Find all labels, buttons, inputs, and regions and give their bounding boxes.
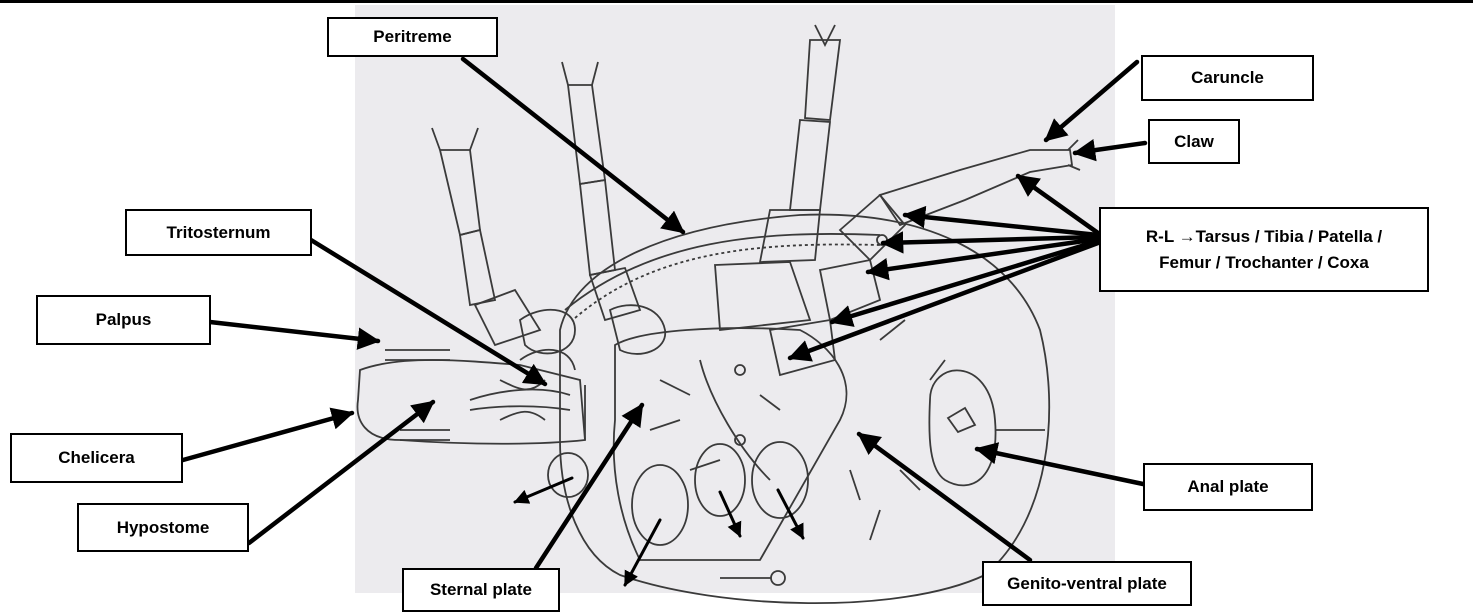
- arrow-palpus: [210, 322, 378, 341]
- label-hypostome-text: Hypostome: [117, 515, 210, 541]
- arrow-anal-plate: [977, 449, 1143, 484]
- label-tritosternum: Tritosternum: [125, 209, 312, 256]
- arrow-tarsus: [1018, 176, 1098, 233]
- label-chelicera: Chelicera: [10, 433, 183, 483]
- leader-arrows: [183, 59, 1145, 568]
- arrow-chelicera: [183, 413, 352, 460]
- label-palpus: Palpus: [36, 295, 211, 345]
- label-claw: Claw: [1148, 119, 1240, 164]
- label-leg-segments: R-L →Tarsus / Tibia / Patella / Femur / …: [1099, 207, 1429, 292]
- label-anal-plate-text: Anal plate: [1187, 474, 1268, 500]
- label-palpus-text: Palpus: [96, 307, 152, 333]
- arrow-caruncle: [1046, 62, 1137, 140]
- label-anal-plate: Anal plate: [1143, 463, 1313, 511]
- label-sternal-plate-text: Sternal plate: [430, 577, 532, 603]
- label-leg-segments-line1: R-L →Tarsus / Tibia / Patella /: [1146, 224, 1382, 250]
- label-caruncle-text: Caruncle: [1191, 65, 1264, 91]
- label-leg-segments-line2: Femur / Trochanter / Coxa: [1159, 250, 1369, 276]
- label-tritosternum-text: Tritosternum: [167, 220, 271, 246]
- label-genito-ventral-plate: Genito-ventral plate: [982, 561, 1192, 606]
- label-caruncle: Caruncle: [1141, 55, 1314, 101]
- arrow-claw: [1075, 143, 1145, 153]
- arrow-hypostome: [249, 402, 433, 543]
- label-peritreme: Peritreme: [327, 17, 498, 57]
- label-genito-ventral-plate-text: Genito-ventral plate: [1007, 571, 1167, 597]
- label-hypostome: Hypostome: [77, 503, 249, 552]
- label-claw-text: Claw: [1174, 129, 1214, 155]
- label-sternal-plate: Sternal plate: [402, 568, 560, 612]
- label-peritreme-text: Peritreme: [373, 24, 451, 50]
- arrow-trochanter: [832, 241, 1098, 322]
- label-chelicera-text: Chelicera: [58, 445, 135, 471]
- arrow-tritosternum: [311, 240, 545, 384]
